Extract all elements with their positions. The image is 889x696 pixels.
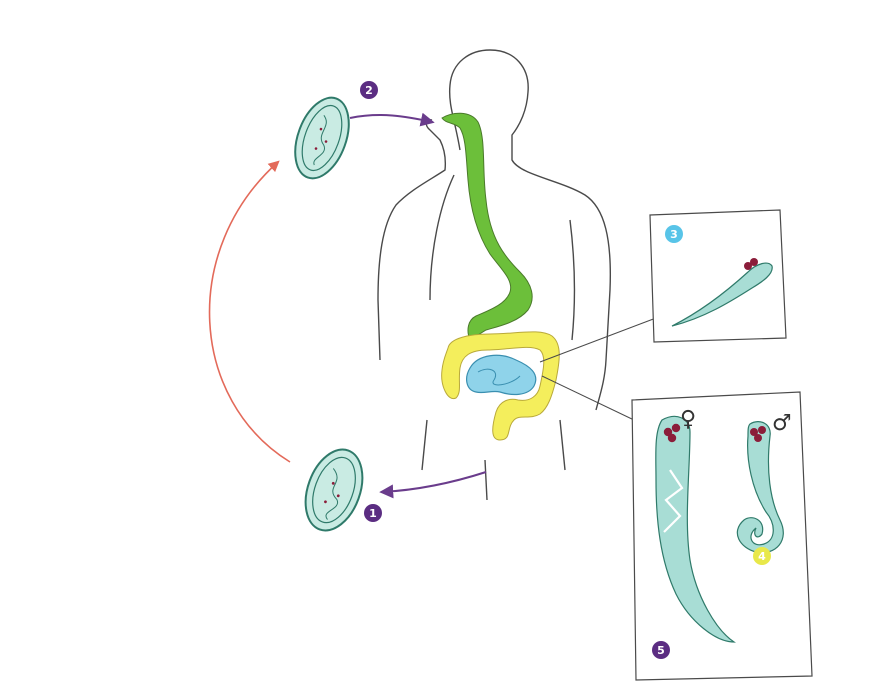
male-symbol: ♂ (772, 411, 792, 436)
step-marker-5: 5 (652, 641, 670, 659)
esophagus-stomach (442, 113, 532, 340)
arrow-anus-to-egg (382, 472, 486, 492)
arrow-egg-cycle (210, 162, 290, 462)
leader-line-adults (542, 376, 634, 420)
step-marker-4: 4 (753, 547, 771, 565)
small-intestine (467, 355, 536, 394)
step-marker-3: 3 (665, 225, 683, 243)
step-marker-1: 1 (364, 504, 382, 522)
step-label-2: 2 (365, 84, 373, 97)
egg-ingested (285, 90, 359, 185)
arrow-egg-to-mouth (350, 115, 432, 122)
leader-line-larva (540, 318, 656, 362)
step-label-5: 5 (657, 644, 665, 657)
step-marker-2: 2 (360, 81, 378, 99)
female-symbol: ♀ (680, 407, 696, 432)
step-label-3: 3 (670, 228, 678, 241)
step-label-4: 4 (758, 550, 766, 563)
step-label-1: 1 (369, 507, 377, 520)
egg-deposited (295, 442, 373, 539)
